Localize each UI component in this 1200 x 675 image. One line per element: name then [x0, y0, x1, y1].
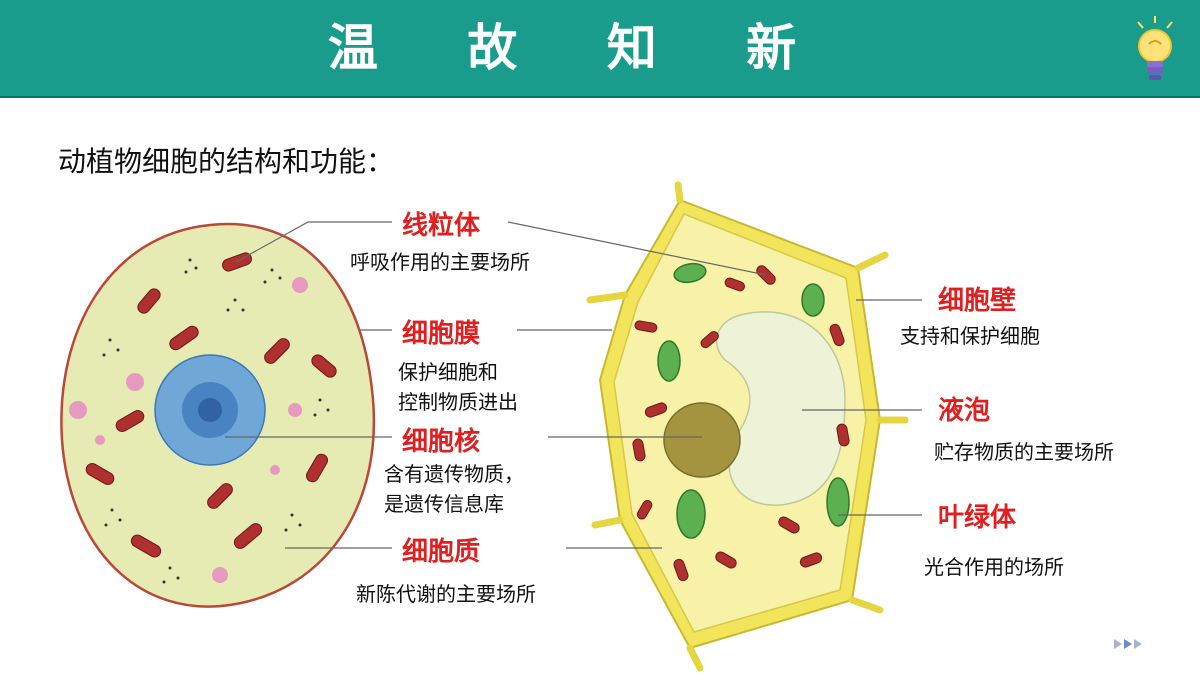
section-subtitle: 动植物细胞的结构和功能： — [58, 145, 395, 178]
label-membrane: 细胞膜 — [402, 319, 481, 349]
plant-chloroplasts — [657, 262, 850, 539]
plant-nucleus — [663, 402, 741, 478]
page-title: 温 故 知 新 — [327, 19, 833, 77]
lightbulb-icon — [1137, 16, 1173, 80]
desc-mitochondria: 呼吸作用的主要场所 — [350, 250, 530, 274]
desc-chloroplast: 光合作用的场所 — [924, 555, 1064, 579]
desc-cell-wall: 支持和保护细胞 — [900, 324, 1040, 348]
plant-wall-extensions — [586, 181, 909, 672]
label-chloroplast: 叶绿体 — [938, 503, 1017, 533]
desc-nucleus-1: 含有遗传物质， — [384, 462, 524, 486]
animal-cell — [60, 222, 376, 608]
label-cell-wall: 细胞壁 — [938, 286, 1017, 316]
label-nucleus: 细胞核 — [402, 427, 481, 457]
next-slide-icon[interactable] — [1112, 636, 1144, 652]
desc-nucleus-2: 是遗传信息库 — [384, 492, 504, 516]
plant-cell-interior — [613, 213, 867, 633]
animal-granules — [102, 258, 330, 584]
header-bar: 温 故 知 新 — [0, 0, 1200, 98]
label-mitochondria: 线粒体 — [402, 211, 481, 241]
desc-membrane-1: 保护细胞和 — [398, 360, 498, 384]
label-cytoplasm: 细胞质 — [402, 537, 481, 567]
plant-vacuole — [715, 311, 846, 506]
desc-vacuole: 贮存物质的主要场所 — [934, 440, 1114, 464]
desc-cytoplasm: 新陈代谢的主要场所 — [356, 582, 536, 606]
leader-lines — [225, 221, 922, 549]
label-vacuole: 液泡 — [938, 396, 991, 426]
animal-vesicles — [69, 277, 308, 583]
desc-membrane-2: 控制物质进出 — [398, 390, 518, 414]
plant-cell — [586, 181, 909, 672]
